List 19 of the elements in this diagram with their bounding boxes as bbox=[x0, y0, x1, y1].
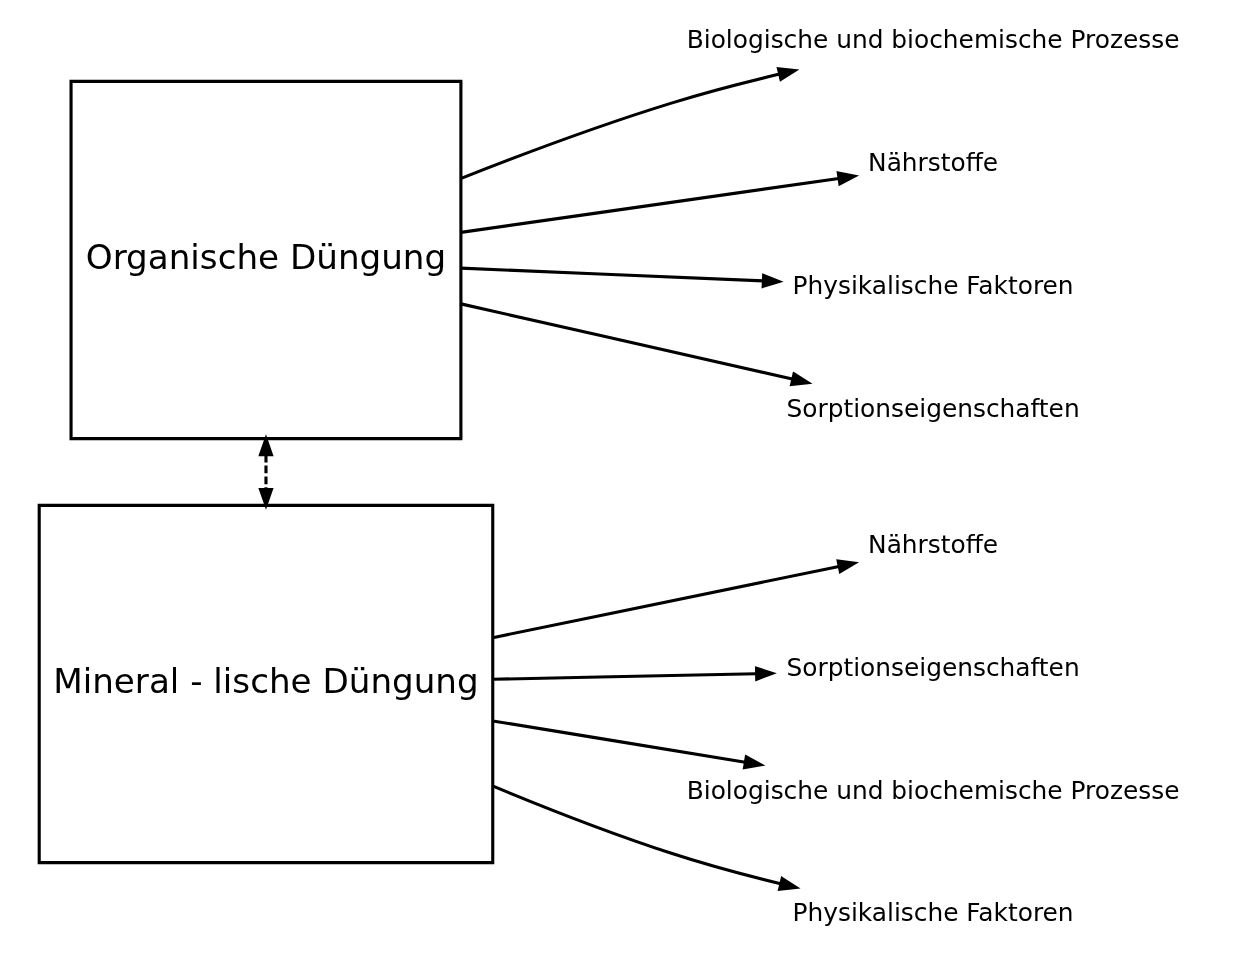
node-text: Nährstoffe bbox=[867, 530, 998, 560]
arrow bbox=[491, 559, 859, 640]
arrow bbox=[492, 719, 765, 770]
node-text: Physikalische Faktoren bbox=[792, 270, 1074, 300]
arrow bbox=[460, 302, 813, 387]
arrow bbox=[257, 434, 274, 510]
node-text: Nährstoffe bbox=[867, 148, 998, 178]
arrow bbox=[491, 784, 801, 891]
node-text: Sorptionseigenschaften bbox=[786, 652, 1080, 682]
arrow bbox=[492, 666, 777, 682]
node-box: Mineral - lische Düngung bbox=[37, 503, 494, 865]
arrow bbox=[460, 67, 799, 180]
node-text: Physikalische Faktoren bbox=[792, 898, 1074, 928]
node-text: Biologische und biochemische Prozesse bbox=[686, 775, 1179, 805]
node-box: Organische Düngung bbox=[69, 79, 462, 441]
node-text: Biologische und biochemische Prozesse bbox=[686, 25, 1179, 55]
arrow bbox=[460, 171, 859, 234]
arrow bbox=[460, 266, 784, 289]
node-text: Sorptionseigenschaften bbox=[786, 393, 1080, 423]
